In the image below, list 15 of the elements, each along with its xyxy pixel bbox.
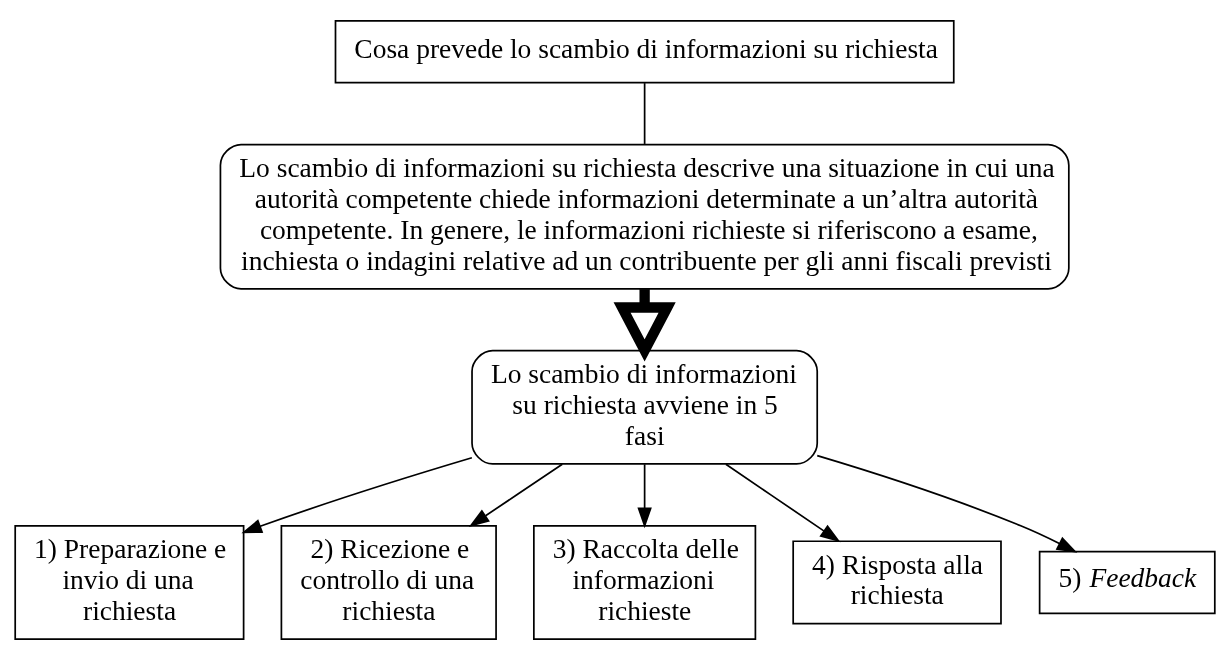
node-box: 5) Feedback — [1038, 550, 1216, 615]
arrow — [241, 456, 473, 534]
node-box: 1) Preparazione e invio di una richiesta — [14, 524, 245, 640]
arrow — [816, 454, 1078, 553]
node-box: 2) Ricezione e controllo di una richiesta — [280, 524, 497, 640]
arrow — [637, 463, 652, 529]
connector — [643, 82, 646, 145]
node-box: Lo scambio di informazioni su richiesta avviene in 5 fasi — [471, 349, 819, 465]
arrow — [468, 463, 564, 527]
node-box: 4) Risposta alla richiesta — [792, 540, 1002, 625]
node-box: Cosa prevede lo scambio di informazioni su richiesta — [334, 20, 955, 84]
arrow — [725, 463, 841, 543]
node-box: Lo scambio di informazioni su richiesta descrive una situazione in cui una autorità competente chiede informazioni determinate a un’altra autorità competente. In genere, le informazioni richieste si riferiscono a esame, inchiesta o indagini relative ad un contribuente per gli anni fiscali previsti — [219, 143, 1070, 290]
arrow — [613, 289, 676, 362]
node-box: 3) Raccolta delle informazioni richieste — [533, 524, 757, 640]
